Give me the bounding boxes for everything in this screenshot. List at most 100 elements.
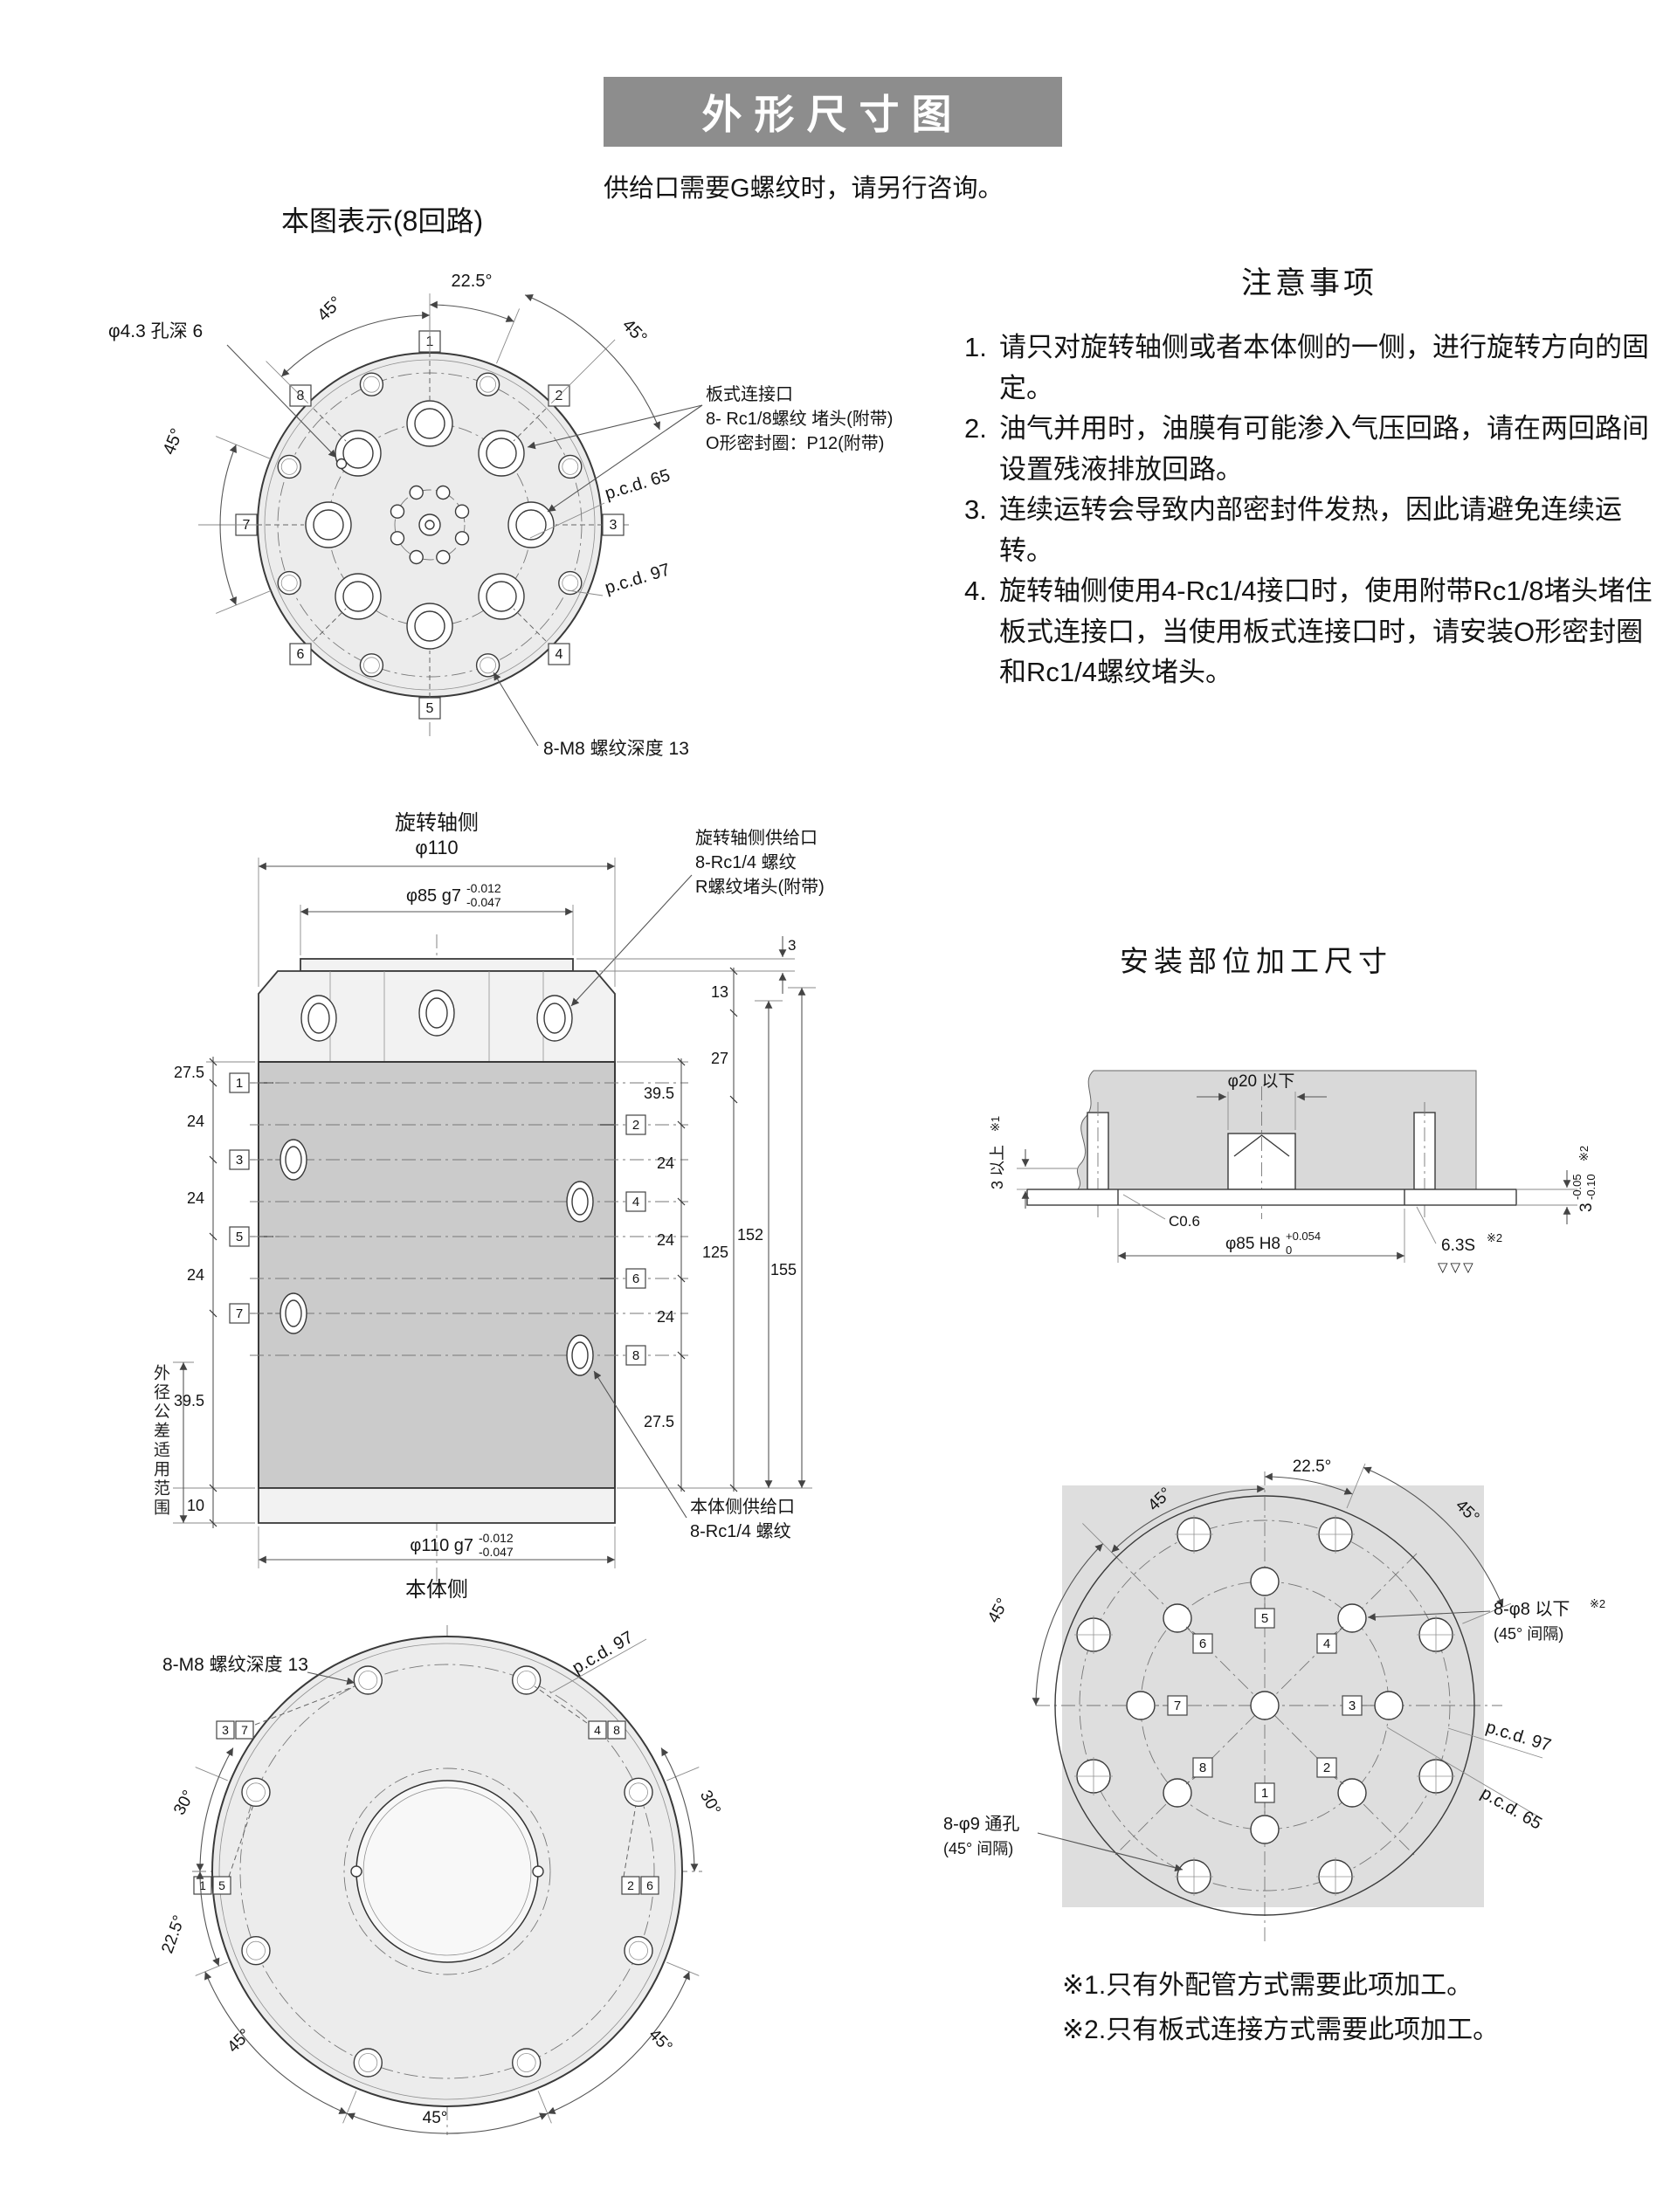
body-supply-thread: 8-Rc1/4 螺纹 xyxy=(690,1521,791,1541)
svg-text:7: 7 xyxy=(1174,1699,1181,1713)
svg-text:3: 3 xyxy=(222,1723,229,1737)
m8-note-label: 8-M8 螺纹深度 13 xyxy=(543,739,689,759)
pcd97-label: p.c.d. 97 xyxy=(569,1628,637,1678)
dim-125: 125 xyxy=(702,1244,728,1261)
svg-text:8: 8 xyxy=(1199,1761,1206,1775)
side-port-number-boxes: 1 3 5 7 2 4 6 8 xyxy=(229,1072,646,1366)
port-number-box: 3 xyxy=(602,513,625,536)
dim-24: 24 xyxy=(187,1189,204,1207)
port-number-box: 6 xyxy=(625,1268,646,1289)
precaution-item: 4. 旋转轴侧使用4-Rc1/4接口时，使用附带Rc1/8堵头堵住板式连接口，当… xyxy=(964,575,1653,687)
pcd65-label: p.c.d. 65 xyxy=(1478,1783,1545,1833)
angle-22-5-label: 22.5° xyxy=(158,1913,189,1956)
port-number-box: 4 xyxy=(548,643,570,665)
footnote-1: ※1.只有外配管方式需要此项加工。 xyxy=(1062,1971,1473,2000)
tolerance-lower: 0 xyxy=(1286,1244,1292,1257)
port-number-box: 6 xyxy=(640,1876,659,1895)
ref1-mark: ※1 xyxy=(989,1116,1002,1132)
precaution-item: 1. 请只对旋转轴侧或者本体侧的一侧，进行旋转方向的固定。 xyxy=(964,332,1649,403)
tolerance-upper: -0.05 xyxy=(1570,1174,1584,1200)
center-hole-cluster xyxy=(335,458,470,565)
pcd97-label: p.c.d. 97 xyxy=(603,560,673,597)
hole-note-label: φ4.3 孔深 6 xyxy=(108,321,203,341)
shaft-head xyxy=(258,958,616,1063)
svg-text:6: 6 xyxy=(632,1271,639,1286)
dim-152: 152 xyxy=(737,1226,763,1244)
machining-footnotes: ※1.只有外配管方式需要此项加工。 ※2.只有板式连接方式需要此项加工。 xyxy=(1062,1963,1499,2052)
dim-27-5: 27.5 xyxy=(644,1413,674,1430)
port-number-box: 3 xyxy=(1342,1695,1363,1716)
bottom-diameter-dim: φ110 g7 -0.012 -0.047 xyxy=(258,1526,616,1568)
svg-text:6: 6 xyxy=(1199,1637,1206,1651)
svg-text:4: 4 xyxy=(1323,1637,1330,1651)
angle-30-label: 30° xyxy=(696,1788,724,1818)
angle-45-label: 45° xyxy=(984,1595,1012,1626)
dim-24: 24 xyxy=(187,1266,204,1284)
svg-text:4: 4 xyxy=(594,1723,601,1737)
port-number-box: 4 xyxy=(625,1191,646,1212)
shaft-supply-plug: R螺纹堵头(附带) xyxy=(695,877,825,897)
angle-22-5-label: 22.5° xyxy=(1293,1457,1332,1476)
bore-diameter-dim: φ85 H8 +0.054 0 xyxy=(1117,1209,1405,1263)
tolerance-lower: -0.047 xyxy=(479,1545,514,1559)
port-number-box: 5 xyxy=(212,1876,231,1895)
port-number-box: 2 xyxy=(1316,1757,1337,1778)
min3-label: 3 以上 xyxy=(989,1145,1006,1189)
top-diameter-dims: φ110 φ85 g7 -0.012 -0.047 xyxy=(258,837,616,987)
dim-24: 24 xyxy=(657,1231,674,1249)
page-title-band: 外形尺寸图 xyxy=(604,77,1062,147)
svg-text:7: 7 xyxy=(236,1306,243,1321)
port-number-box: 2 xyxy=(625,1114,646,1135)
body-supply-label: 本体侧供给口 xyxy=(690,1497,795,1517)
body-side-label: 本体侧 xyxy=(405,1578,468,1602)
dia8-label: 8-φ8 以下 xyxy=(1494,1600,1570,1619)
dim-39-5: 39.5 xyxy=(174,1392,204,1409)
angle-30-label: 30° xyxy=(170,1788,198,1818)
port-number-box: 3 xyxy=(229,1149,250,1170)
face-height-dim: 3 -0.05 -0.10 ※2 xyxy=(1516,1146,1598,1224)
svg-text:2: 2 xyxy=(632,1118,639,1133)
port-number-box: 2 xyxy=(621,1876,640,1895)
mounting-face-strip xyxy=(1026,1189,1517,1206)
precautions-title: 注意事项 xyxy=(1240,266,1377,300)
port-number-box: 4 xyxy=(588,1720,607,1740)
dim-24: 24 xyxy=(187,1113,204,1130)
svg-text:6: 6 xyxy=(297,647,305,662)
svg-text:5: 5 xyxy=(426,701,434,716)
bottom-view-drawing: 3 7 4 8 1 5 2 6 30° 30° 22.5° 45° xyxy=(158,1625,724,2135)
dim-27-5: 27.5 xyxy=(174,1064,204,1081)
page-title: 外形尺寸图 xyxy=(701,92,964,137)
dim-24: 24 xyxy=(657,1154,674,1172)
dia9-label: 8-φ9 通孔 xyxy=(943,1814,1019,1834)
chamfer-label: C0.6 xyxy=(1122,1194,1200,1230)
right-dimension-chains: 3 39.5 24 24 24 27.5 13 27 125 152 155 xyxy=(576,936,816,1492)
dia85h8-label: φ85 H8 xyxy=(1225,1235,1280,1253)
shaft-supply-label: 旋转轴侧供给口 xyxy=(695,828,818,848)
bottom-m8-holes xyxy=(241,1665,653,2078)
m8-thread-holes xyxy=(277,372,583,678)
left-dimension-chain: 27.5 24 24 24 39.5 10 xyxy=(173,1057,255,1528)
dia85-label: φ85 g7 xyxy=(406,886,461,906)
plate-port-thread-label: 8- Rc1/8螺纹 堵头(附带) xyxy=(706,409,893,429)
tolerance-upper: -0.012 xyxy=(479,1531,514,1545)
spacing-label: (45° 间隔) xyxy=(1494,1625,1563,1643)
svg-text:1: 1 xyxy=(1261,1786,1268,1801)
angle-45-label: 45° xyxy=(618,315,651,348)
figure-label: 本图表示(8回路) xyxy=(281,205,484,237)
svg-text:5: 5 xyxy=(1261,1611,1268,1626)
svg-text:C0.6: C0.6 xyxy=(1169,1213,1200,1230)
tolerance-range-label: 外径公差适用范围 xyxy=(151,1364,169,1518)
svg-text:2: 2 xyxy=(627,1878,634,1892)
dim-3: 3 xyxy=(788,937,796,954)
svg-text:1: 1 xyxy=(236,1076,243,1091)
port-number-box: 3 xyxy=(216,1720,235,1740)
ref2-mark: ※2 xyxy=(1590,1597,1605,1610)
bottom-body xyxy=(211,1636,683,2107)
footnote-2: ※2.只有板式连接方式需要此项加工。 xyxy=(1062,2016,1500,2044)
svg-text:8: 8 xyxy=(613,1723,620,1737)
port-holes-phi8 xyxy=(1126,1567,1404,1844)
dim-155: 155 xyxy=(770,1261,797,1278)
svg-text:4: 4 xyxy=(556,647,563,662)
plate-port-label: 板式连接口 xyxy=(706,384,793,404)
svg-text:6: 6 xyxy=(646,1878,653,1892)
